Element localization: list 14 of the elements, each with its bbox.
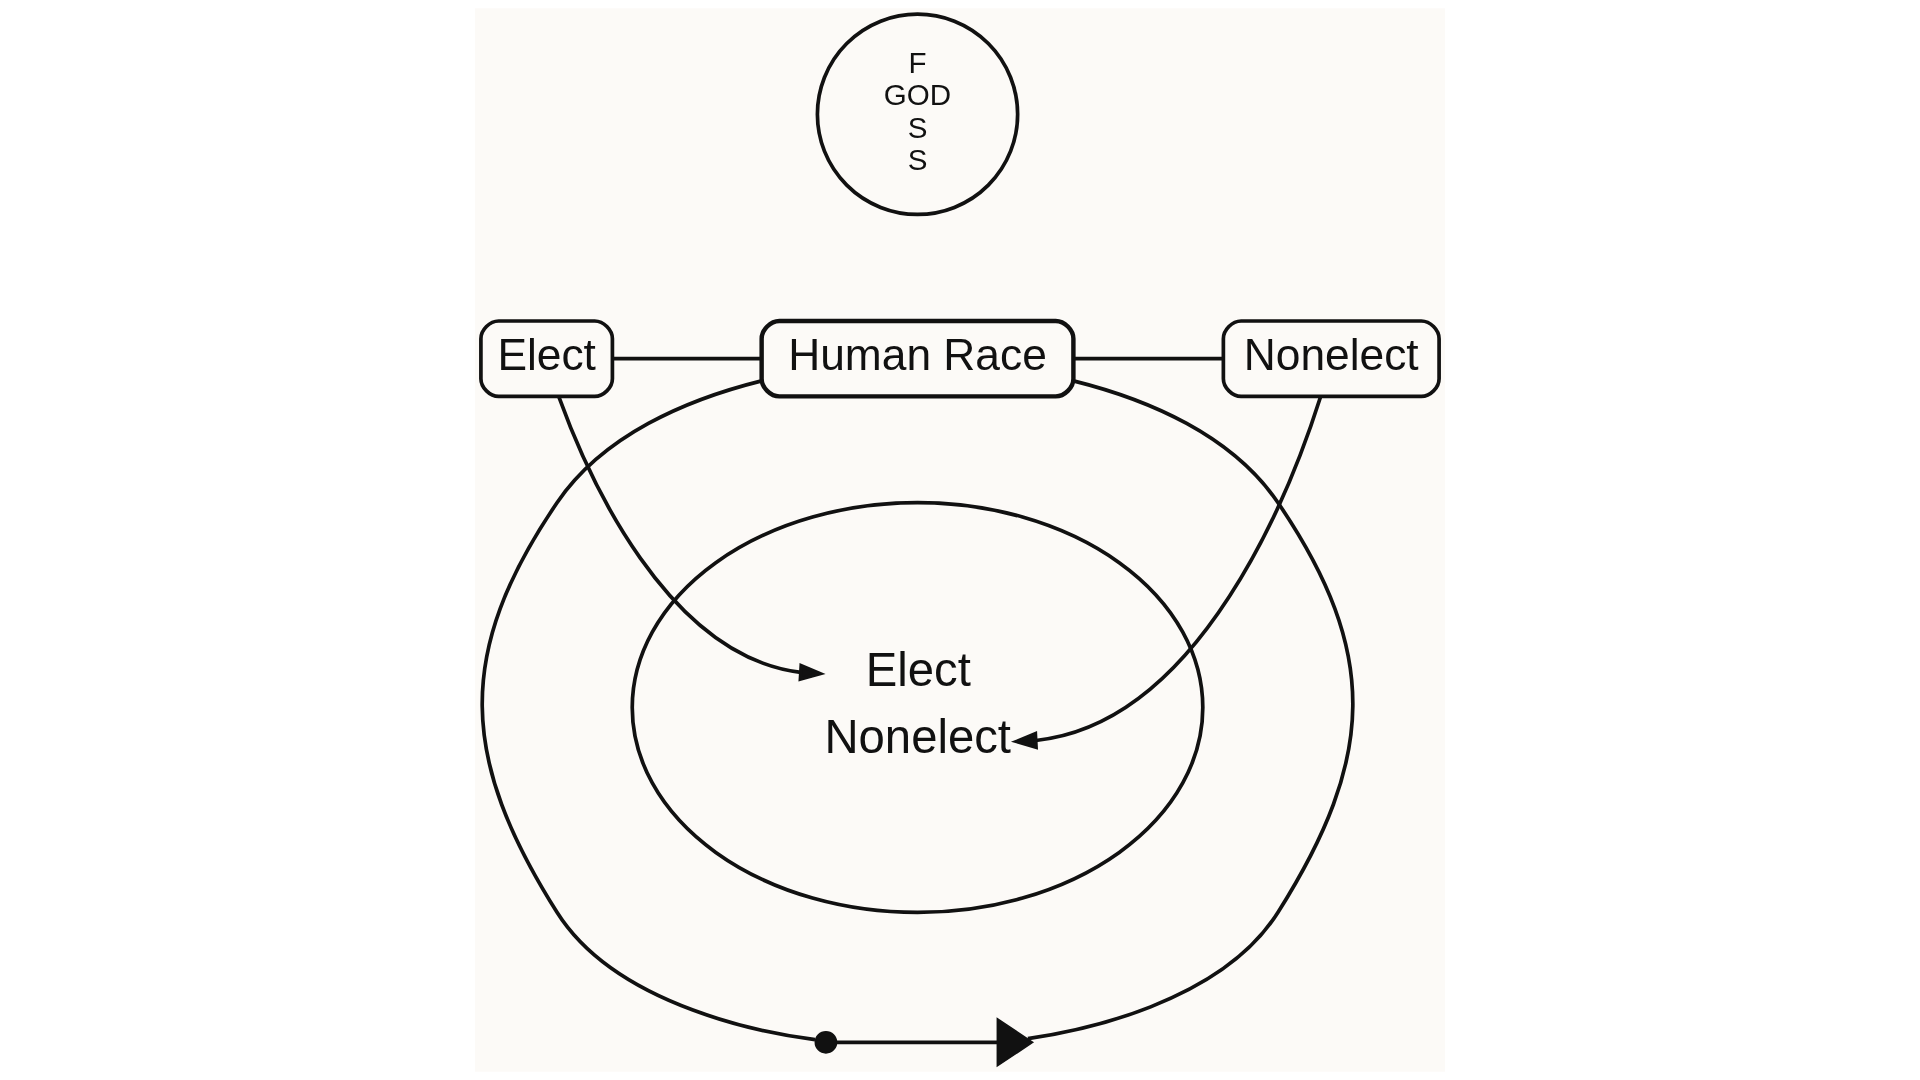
connector — [612, 356, 762, 361]
node-ellipse: Elect Nonelect — [630, 500, 1205, 915]
connector — [480, 379, 816, 1042]
node-dot — [814, 1030, 838, 1054]
arrow — [1010, 396, 1323, 750]
node-circle: F GOD S S — [815, 12, 1020, 217]
node-box: Elect — [479, 319, 615, 399]
connector — [836, 1040, 997, 1045]
node-box: Human Race — [759, 318, 1076, 399]
arrow — [557, 396, 826, 682]
connector — [1073, 356, 1223, 361]
node-box: Nonelect — [1221, 319, 1441, 399]
connector — [1027, 379, 1355, 1041]
node-triangle — [996, 1017, 1035, 1068]
